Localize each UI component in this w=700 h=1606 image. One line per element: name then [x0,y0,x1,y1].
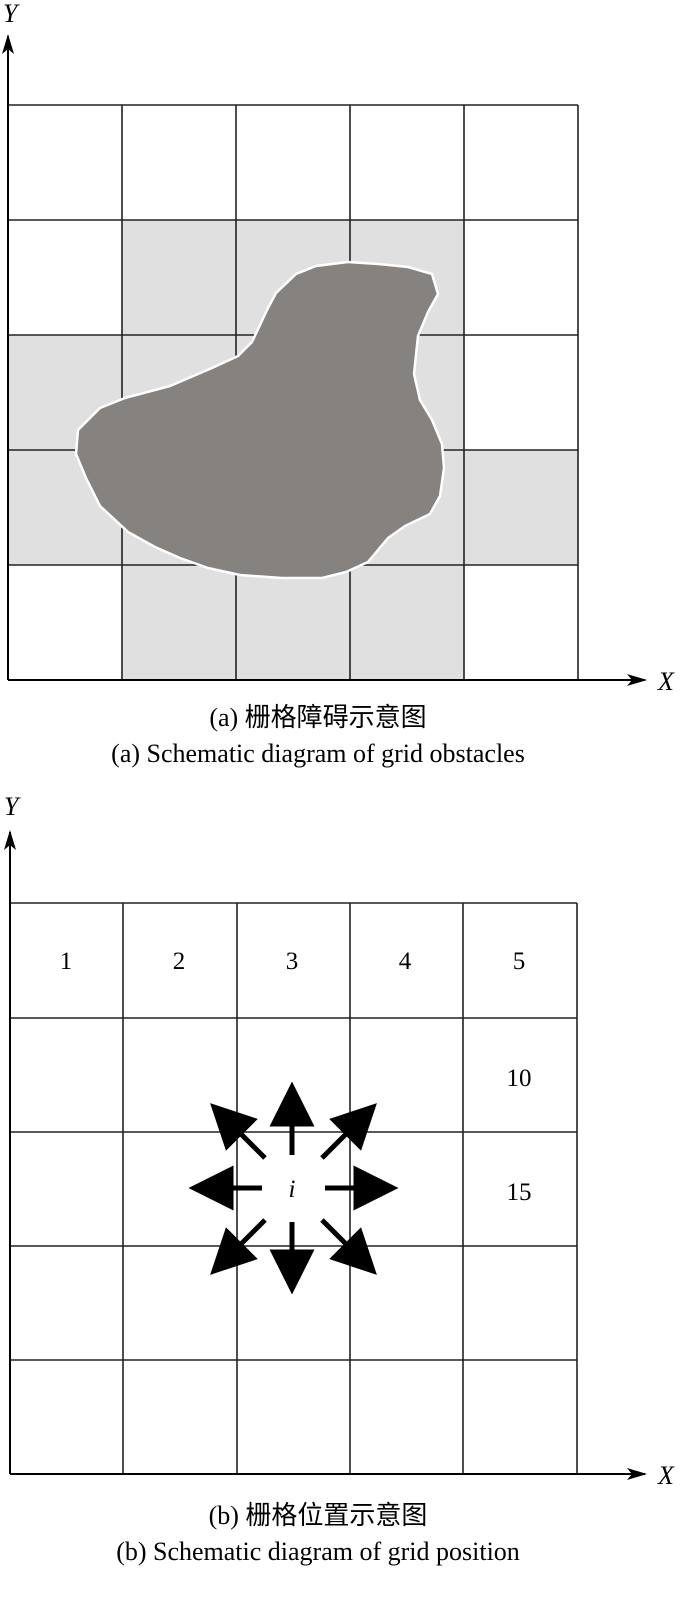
y-axis-label-a: Y [3,0,20,28]
x-axis-label-a: X [657,667,675,696]
cell-number: 1 [60,948,73,975]
partial-cell [464,450,578,565]
cell-number: 2 [173,948,186,975]
arrow-up-left-icon [210,1103,267,1160]
center-cell-label: i [289,1176,296,1203]
caption-b-cn: (b) 栅格位置示意图 [209,1501,428,1530]
grid-lines-b [10,902,578,1474]
caption-b-en: (b) Schematic diagram of grid position [116,1537,520,1566]
partial-cell [236,565,350,680]
partial-cell [122,220,236,335]
arrow-down-left-icon [210,1218,267,1275]
cell-number: 4 [399,948,412,975]
cell-number: 15 [507,1179,532,1206]
obstacle-shape [74,260,446,580]
cell-number: 3 [286,948,299,975]
diagram-a: Y X (a) 栅格障碍示意图 (a) Schematic diagram of… [1,0,675,768]
direction-arrows [188,1081,399,1295]
y-axis-label-b: Y [4,792,21,821]
arrow-down-right-icon [320,1218,377,1275]
caption-a-en: (a) Schematic diagram of grid obstacles [111,739,525,768]
diagram-b: 1 2 3 4 5 10 15 i Y X (b) 栅格位置示意图 (b) Sc… [3,792,675,1566]
partial-cell [122,565,236,680]
cell-number: 10 [507,1065,532,1092]
partial-cell [350,565,464,680]
x-axis-label-b: X [657,1461,675,1490]
caption-a-cn: (a) 栅格障碍示意图 [209,703,426,732]
cell-number: 5 [513,948,526,975]
arrow-up-right-icon [320,1103,377,1160]
